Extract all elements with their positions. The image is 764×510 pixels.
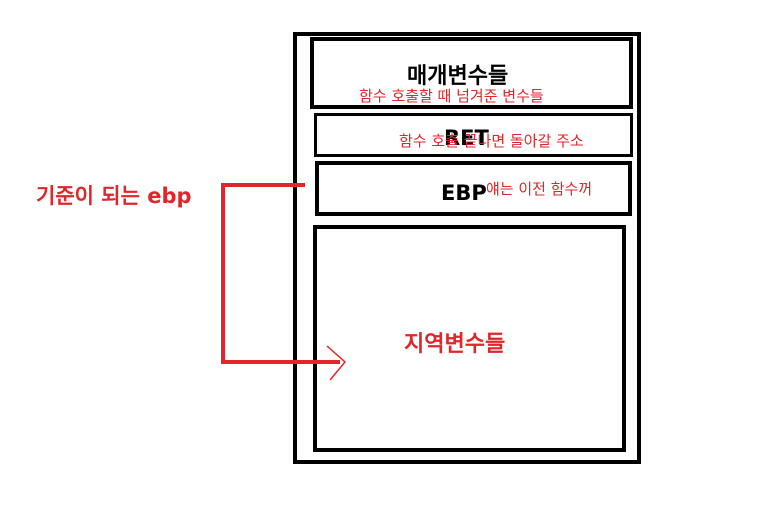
ret-box <box>314 113 633 157</box>
params-box <box>310 37 633 109</box>
pointer-line <box>221 183 340 364</box>
stack-frame-outer <box>293 32 641 464</box>
ret-title: RET <box>444 126 489 150</box>
locals-box <box>313 225 626 452</box>
ebp-note: 얘는 이전 함수꺼 <box>486 180 593 198</box>
params-title: 매개변수들 <box>407 64 509 89</box>
ebp-title: EBP <box>441 181 487 205</box>
ret-note: 함수 호출 끝나면 돌아갈 주소 <box>399 132 584 150</box>
arrow-head-icon <box>326 345 347 381</box>
params-note: 함수 호출할 때 넘겨준 변수들 <box>359 87 544 105</box>
ebp-pointer-label: 기준이 되는 ebp <box>36 184 192 208</box>
locals-title: 지역변수들 <box>404 332 506 357</box>
ebp-box <box>315 161 632 216</box>
